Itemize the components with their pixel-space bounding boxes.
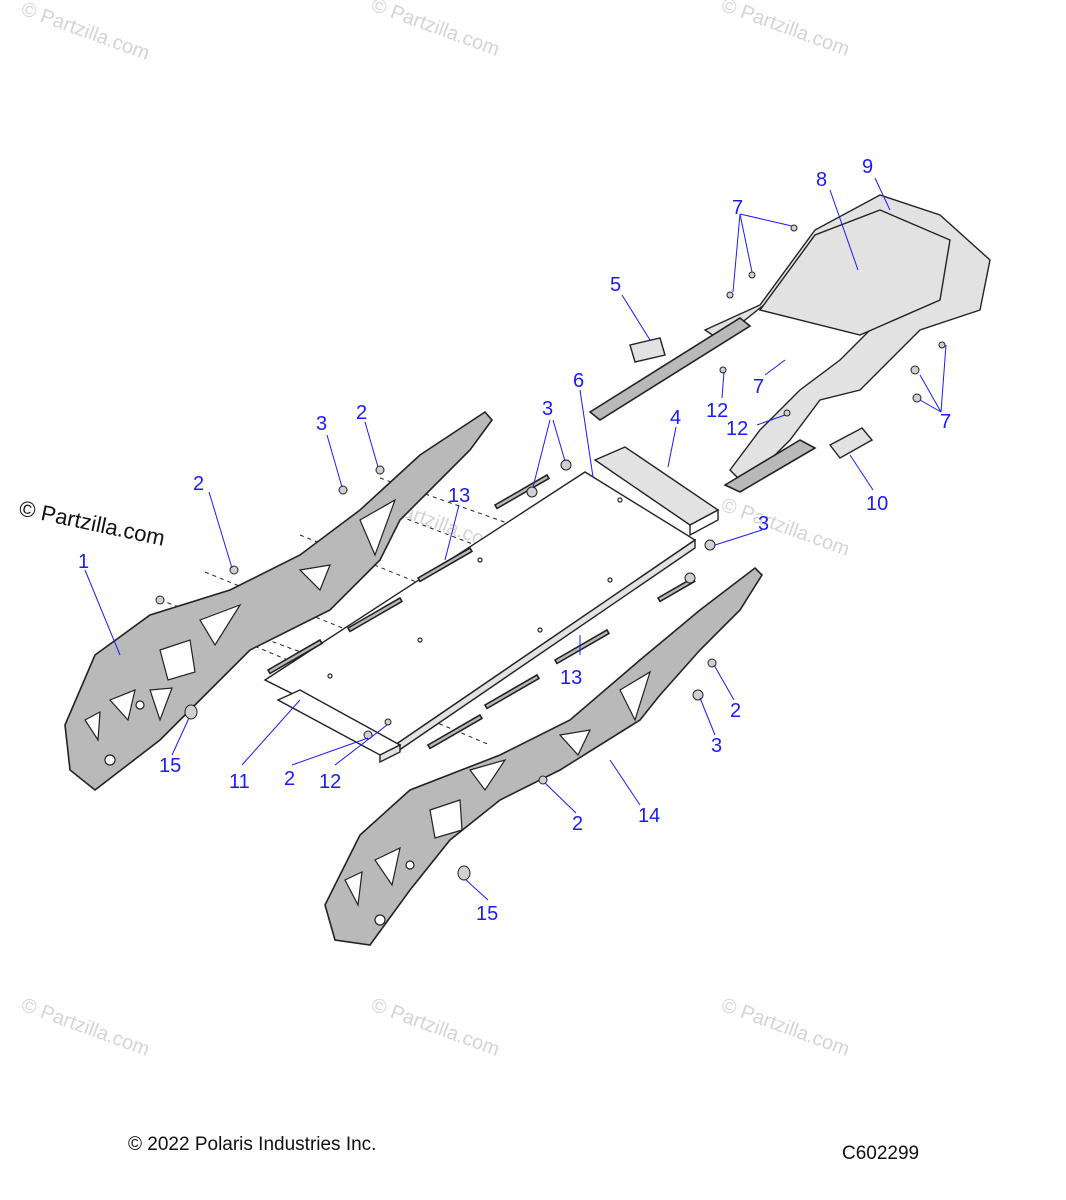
watermark: © Partzilla.com: [368, 994, 502, 1061]
callout-12: 12: [319, 771, 341, 793]
callout-3: 3: [758, 513, 769, 535]
callout-13: 13: [448, 485, 470, 507]
callout-7: 7: [753, 376, 764, 398]
part-6-tunnel-plate: [263, 471, 697, 755]
leader-lines: [84, 177, 947, 901]
callout-3: 3: [542, 398, 553, 420]
callout-8: 8: [816, 169, 827, 191]
part-13-strips: [266, 473, 696, 750]
callout-10: 10: [866, 493, 888, 515]
callout-2: 2: [284, 768, 295, 790]
watermark: © Partzilla.com: [18, 994, 152, 1061]
callout-5: 5: [610, 274, 621, 296]
part-1-left-frame: [64, 410, 494, 792]
watermark: © Partzilla.com: [368, 0, 502, 61]
callout-2: 2: [193, 473, 204, 495]
callout-11: 11: [229, 771, 250, 793]
diagram-code: C602299: [842, 1143, 919, 1164]
hardware: [155, 224, 946, 881]
watermark: © Partzilla.com: [18, 0, 152, 65]
part-5-strip: [588, 317, 752, 421]
callout-4: 4: [670, 407, 681, 429]
watermark: © Partzilla.com: [17, 495, 167, 550]
callout-2: 2: [572, 813, 583, 835]
callout-12: 12: [706, 400, 728, 422]
callout-7: 7: [732, 197, 743, 219]
part-10-reflector: [723, 427, 874, 493]
callout-13: 13: [560, 667, 582, 689]
callouts: 1 2 3 2 13 3 6 4 5 7 8 9 7 12 12 7 10 3 …: [78, 156, 951, 925]
watermark: © Partzilla.com: [718, 494, 852, 561]
copyright-text: © 2022 Polaris Industries Inc.: [128, 1134, 376, 1155]
watermark: © Partzilla.com: [718, 0, 852, 61]
callout-2: 2: [730, 700, 741, 722]
callout-1: 1: [78, 551, 89, 573]
watermark: © Partzilla.com: [718, 994, 852, 1061]
callout-15: 15: [159, 755, 181, 777]
callout-2: 2: [356, 402, 367, 424]
callout-15: 15: [476, 903, 498, 925]
part-14-right-frame: [324, 566, 764, 946]
callout-6: 6: [573, 370, 584, 392]
watermarks: © Partzilla.com © Partzilla.com © Partzi…: [17, 0, 852, 1061]
part-4-bracket: [593, 446, 720, 537]
callout-7: 7: [940, 411, 951, 433]
callout-12: 12: [726, 418, 748, 440]
callout-14: 14: [638, 805, 660, 827]
callout-3: 3: [711, 735, 722, 757]
callout-3: 3: [316, 413, 327, 435]
callout-9: 9: [862, 156, 873, 178]
part-8-rear-panel: [758, 209, 951, 336]
